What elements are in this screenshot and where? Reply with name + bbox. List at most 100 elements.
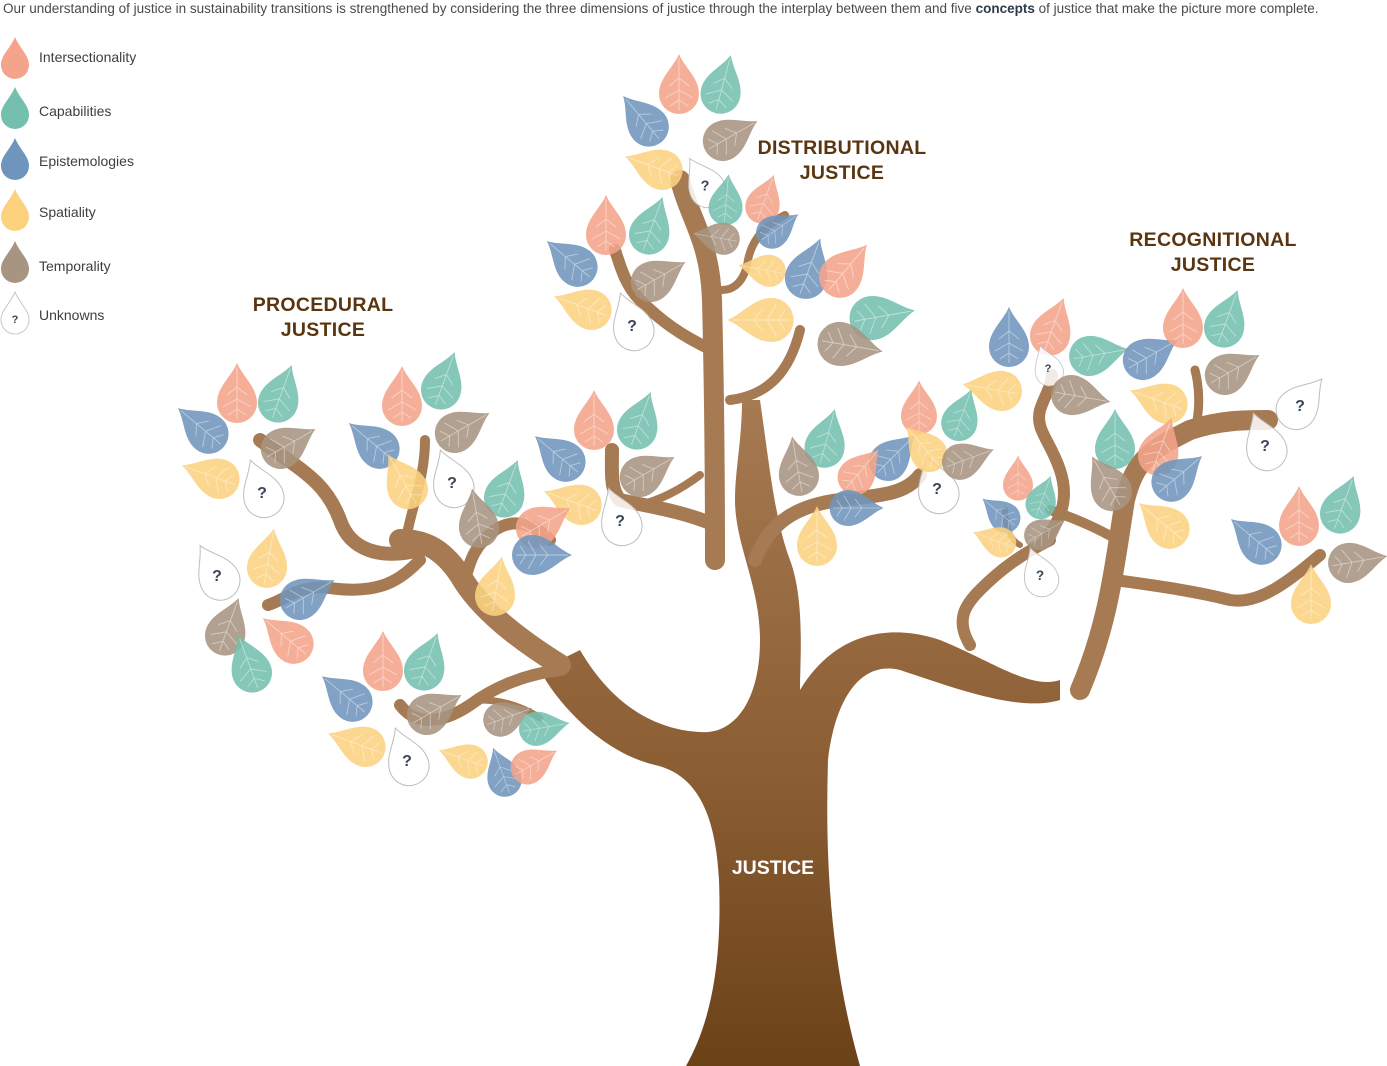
leaf-vein (1284, 490, 1314, 542)
leaf-vein (351, 425, 395, 464)
leaf-vein (1332, 549, 1384, 578)
spatiality-leaf (1291, 564, 1331, 624)
leaf-vein (185, 466, 235, 494)
legend-label-intersectionality: Intersectionality (39, 49, 137, 65)
spatiality-leaf (962, 370, 1022, 412)
leaf-vein (547, 492, 597, 520)
distributional-label-line2: JUSTICE (800, 162, 884, 184)
temporality-leaf (260, 427, 316, 469)
leaf-vein (441, 750, 484, 775)
leaf-vein (822, 327, 879, 359)
capabilities-leaf (1069, 335, 1129, 377)
recognitional-label-line2: JUSTICE (1171, 254, 1255, 276)
epistemologies-leaf (829, 489, 884, 527)
intersectionality-leaf (586, 195, 626, 255)
temporality-leaf (406, 693, 462, 735)
epistemologies-leaf (348, 423, 400, 469)
leaf-vein (239, 638, 267, 688)
leaf-vein (1007, 458, 1029, 498)
leaf-vein (1209, 356, 1257, 390)
legend-item-intersectionality: Intersectionality (0, 35, 170, 83)
spatiality-leaf (906, 426, 948, 473)
epistemologies-leaf (546, 241, 598, 287)
spatiality-leaf (386, 454, 428, 510)
unknown-question-leaf: ? (1246, 411, 1288, 472)
capabilities-leaf (1095, 409, 1135, 469)
unknown-question-mark: ? (932, 481, 942, 498)
capabilities-leaf (420, 352, 462, 410)
leaf-vein (516, 540, 568, 570)
unknown-question-mark: ? (1045, 363, 1052, 375)
temporality-leaf (204, 598, 246, 656)
leaf-vein (487, 708, 530, 733)
capabilities-leaf (257, 365, 299, 423)
capabilities-leaf (1319, 476, 1361, 534)
intersectionality-leaf (262, 618, 314, 664)
unknown-question-mark: ? (627, 318, 637, 335)
leaf-vein (713, 177, 738, 222)
epistemologies-leaf (321, 676, 373, 722)
leaf-vein (210, 601, 238, 651)
leaf-vein (695, 228, 737, 251)
temporality-leaf (1024, 519, 1066, 551)
temporality-leaf (458, 488, 500, 548)
leaf-vein (387, 370, 417, 422)
leaf-vein (1133, 391, 1183, 419)
leaf-vein (409, 636, 437, 686)
recognitional-branch-left (956, 534, 1056, 651)
leaf-vein (411, 696, 459, 730)
leaf-vein (946, 392, 971, 437)
leaf-vein (465, 492, 494, 544)
temporality-leaf (483, 702, 533, 737)
capabilities-leaf (518, 711, 570, 746)
leaf-vein (624, 458, 672, 492)
leaf-vein (625, 98, 664, 142)
temporality-leaf (1328, 542, 1387, 584)
unknown-question-leaf: ? (1275, 377, 1323, 431)
unknown-question-leaf: ? (388, 726, 430, 787)
temporality-leaf (817, 321, 883, 366)
leaf-vein (514, 751, 555, 780)
epistemologies-leaf (534, 436, 586, 482)
leaf-vein (439, 414, 487, 448)
leaf-vein (984, 500, 1017, 529)
unknown-question-mark: ? (1295, 398, 1305, 415)
capabilities-leaf (231, 635, 273, 693)
unknown-question-mark: ? (212, 568, 222, 585)
temporality-leaf (1090, 456, 1132, 512)
legend-item-epistemologies: Epistemologies (0, 136, 170, 184)
epistemologies-leaf (279, 578, 335, 620)
distributional-branch-left (609, 244, 718, 356)
temporality-leaf (630, 260, 686, 302)
intersectionality-leaf (363, 631, 403, 691)
unknown-question-mark: ? (402, 753, 412, 770)
unknown-question-mark: ? (257, 485, 267, 502)
leaf-vein (966, 377, 1018, 406)
leaf-vein (1055, 380, 1107, 409)
spatiality-leaf (246, 528, 288, 588)
epistemologies-leaf (1122, 338, 1178, 380)
capabilities-leaf (483, 460, 525, 518)
epistemologies-leaf (1151, 456, 1203, 502)
spatiality-leaf (973, 527, 1017, 558)
dimension-labels: PROCEDURAL JUSTICE DISTRIBUTIONAL JUSTIC… (253, 137, 1297, 879)
leaf-vein (809, 412, 838, 464)
leaf-vein (520, 509, 568, 543)
leaf-vein (480, 560, 509, 612)
leaf-vein (802, 510, 832, 562)
trunk (540, 400, 1060, 1066)
leaf-vein (1143, 421, 1171, 471)
leaf-vein (946, 450, 991, 475)
unknown-question-mark: ? (1260, 438, 1270, 455)
leaf-vein (252, 532, 281, 584)
unknown-question-mark: ? (447, 475, 457, 492)
recognitional-label-line1: RECOGNITIONAL (1129, 229, 1296, 251)
temporality-leaf (1051, 374, 1111, 416)
intro-text: Our understanding of justice in sustaina… (3, 0, 1387, 17)
recognitional-branch-right (1109, 549, 1326, 607)
spatiality-leaf (474, 556, 516, 616)
intersectionality-leaf (217, 363, 257, 423)
capabilities-leaf-icon (1, 87, 29, 129)
intersectionality-leaf-icon (1, 37, 29, 79)
